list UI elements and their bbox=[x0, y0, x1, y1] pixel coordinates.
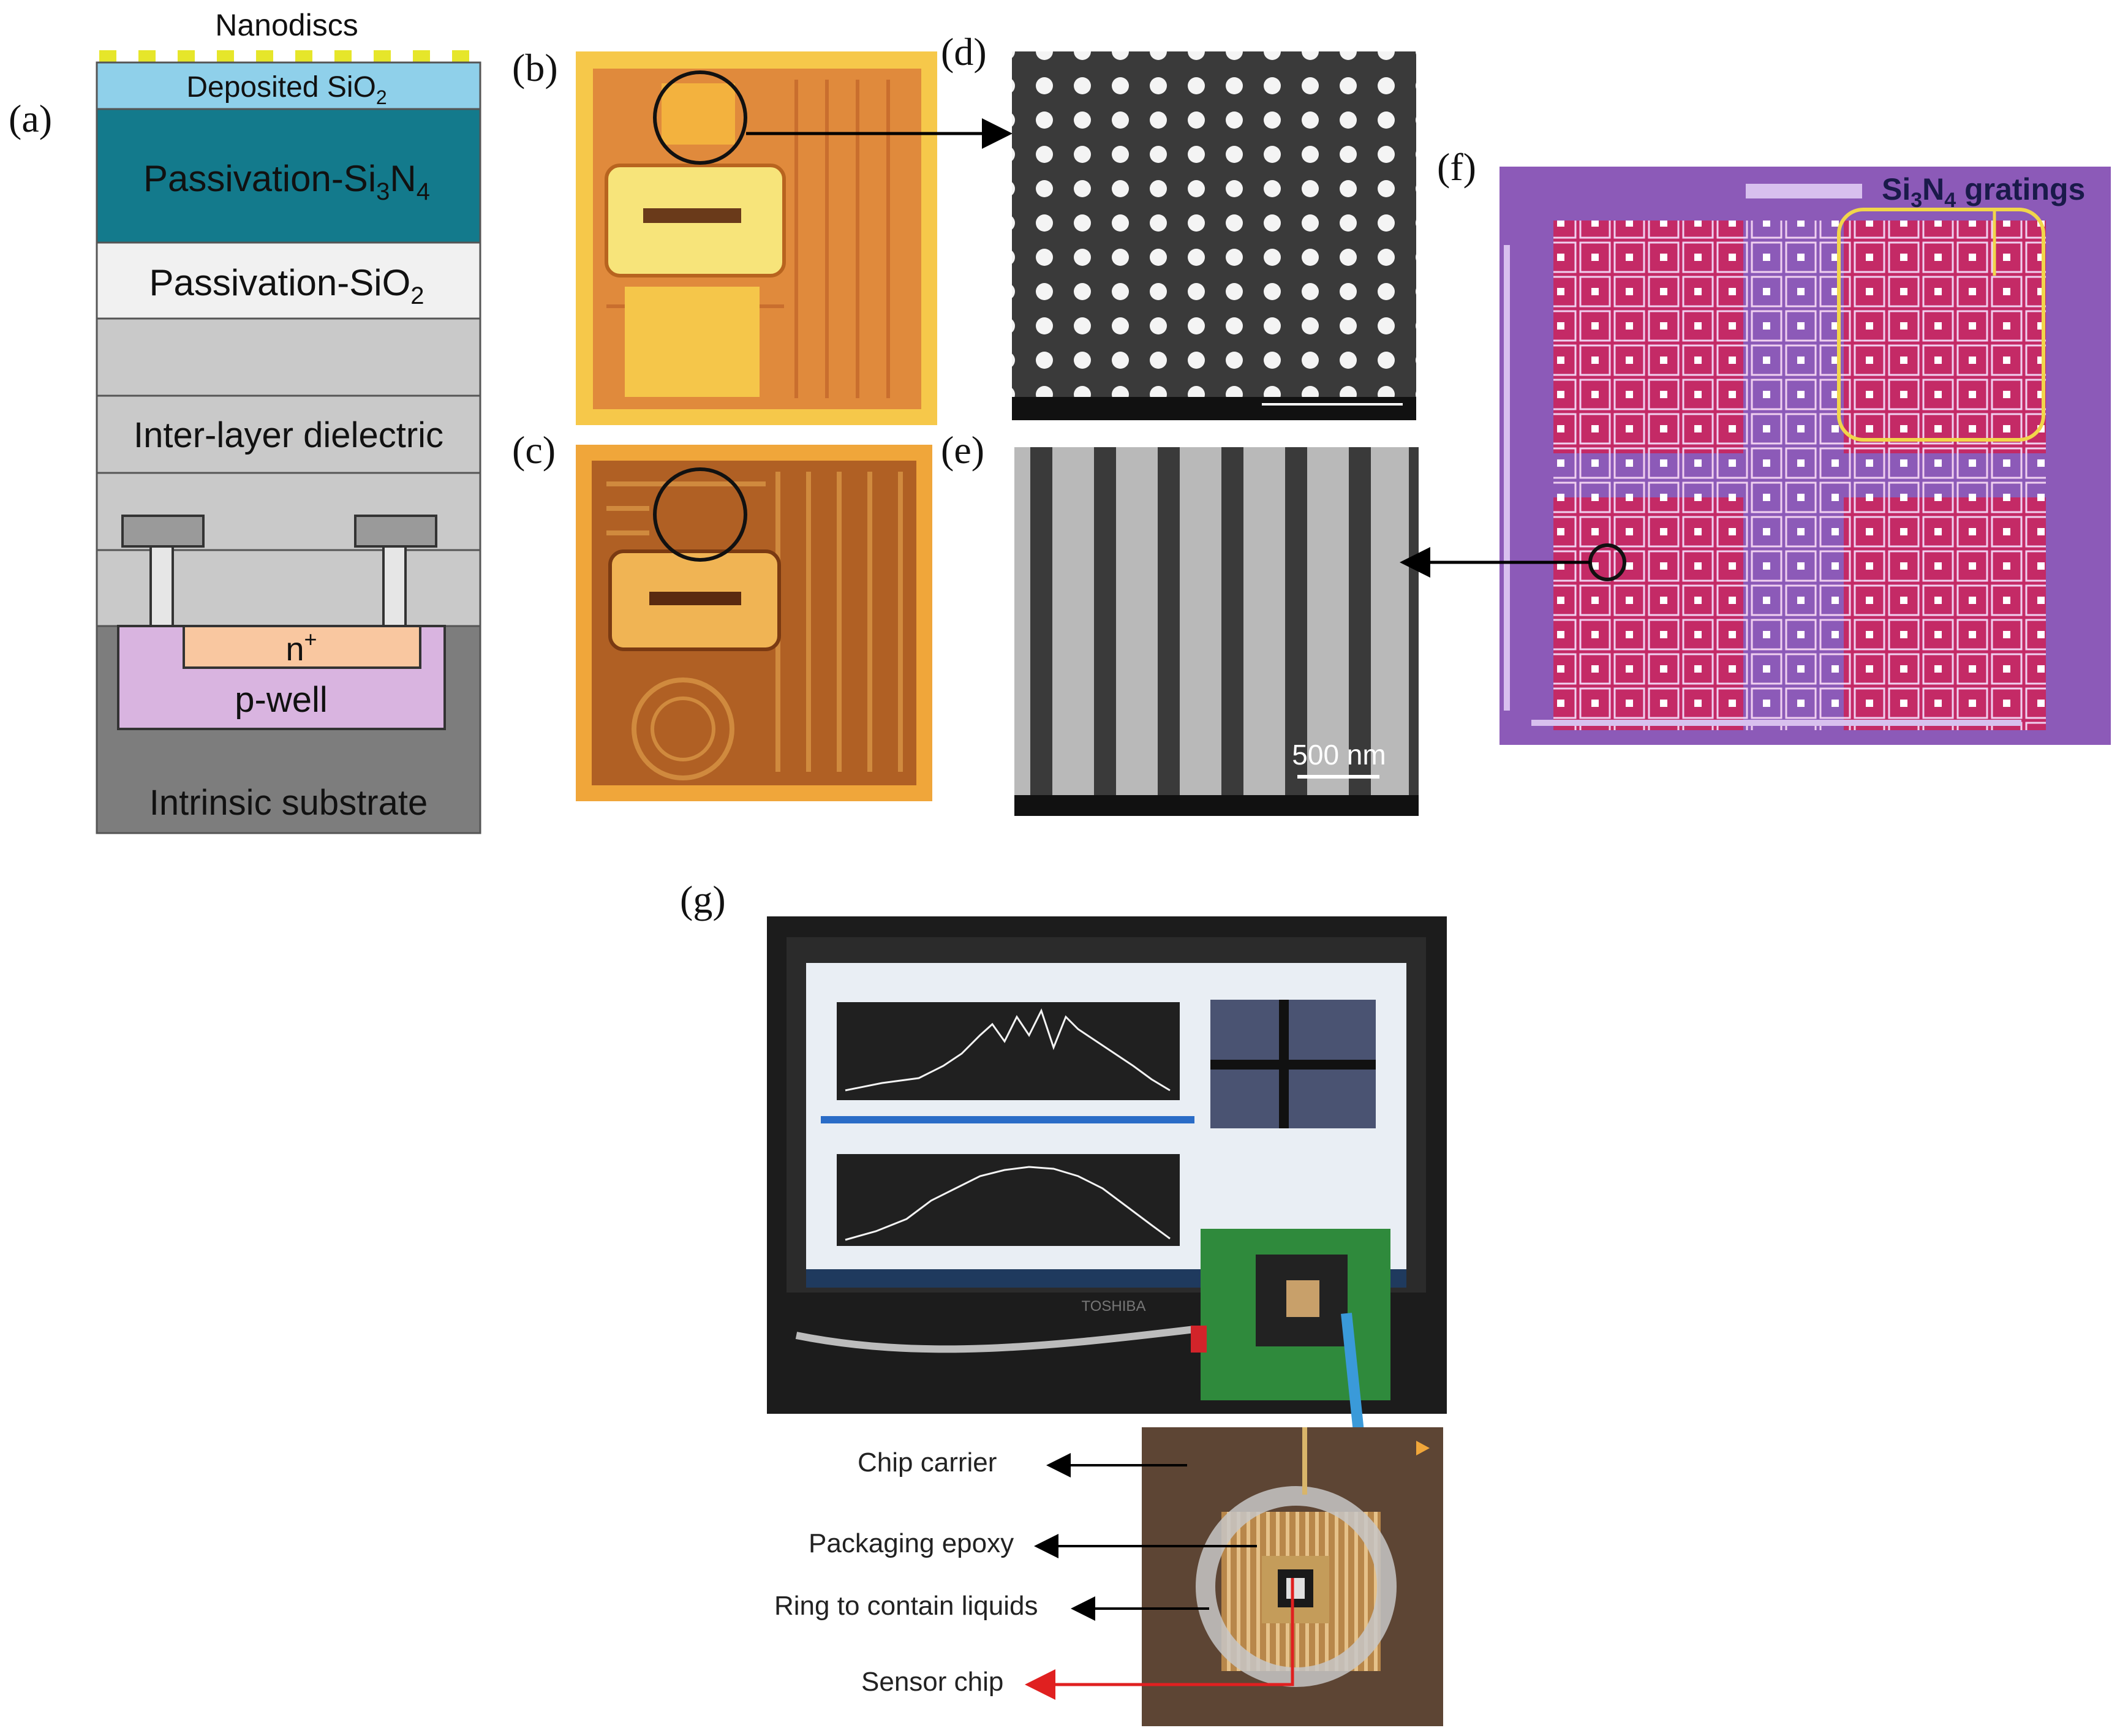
die-f-grating-highlight bbox=[1837, 208, 2045, 442]
panel-a-layer-stack: (a) Nanodiscs Deposited SiO2 Passivation… bbox=[9, 8, 481, 834]
package-liquid-ring bbox=[1196, 1486, 1397, 1687]
callout-ring: Ring to contain liquids bbox=[774, 1591, 1038, 1621]
passivation-si3n4-layer bbox=[96, 108, 481, 244]
panel-label-a: (a) bbox=[9, 97, 52, 140]
sem-e-scale-label: 500 nm bbox=[1292, 739, 1386, 771]
usb-cable bbox=[795, 1326, 1195, 1353]
panel-c-chip-micrograph: (c) bbox=[512, 428, 932, 801]
dielectric-layer-1 bbox=[96, 317, 481, 397]
p-well-label: p-well bbox=[235, 680, 328, 720]
sem-e-info-bar bbox=[1014, 795, 1419, 816]
callout-packaging-epoxy: Packaging epoxy bbox=[809, 1528, 1014, 1558]
panel-label-b: (b) bbox=[512, 46, 558, 89]
panel-label-f: (f) bbox=[1437, 145, 1476, 189]
panel-label-g: (g) bbox=[680, 878, 726, 921]
panel-label-c: (c) bbox=[512, 428, 556, 472]
panel-label-d: (d) bbox=[941, 30, 987, 74]
intrinsic-substrate-label: Intrinsic substrate bbox=[149, 783, 428, 823]
usb-connector bbox=[1191, 1326, 1207, 1353]
panel-g-measurement-setup: (g) TOSHIBA Chip carrie bbox=[680, 878, 1447, 1726]
chip-c-sensor-slot bbox=[649, 592, 741, 605]
chip-b-sensor-slot bbox=[643, 208, 741, 223]
panel-d-sem-nanodiscs: (d) bbox=[941, 30, 1416, 420]
pcb-chip-window bbox=[1286, 1280, 1319, 1317]
panel-b-chip-micrograph: (b) bbox=[512, 46, 1013, 425]
screen-progress-bar bbox=[821, 1116, 1194, 1123]
panel-label-e: (e) bbox=[941, 428, 984, 472]
laptop-brand-label: TOSHIBA bbox=[1082, 1298, 1146, 1315]
panel-f-die-photo: (f) Si3N4 gratings bbox=[1400, 145, 2111, 745]
screen-spectrum-bottom bbox=[837, 1154, 1180, 1246]
chip-c-highlight-circle bbox=[653, 467, 747, 562]
passivation-sio2-label: Passivation-SiO2 bbox=[149, 262, 424, 309]
sem-d-info-bar bbox=[1012, 397, 1416, 420]
nanodiscs-label: Nanodiscs bbox=[215, 8, 358, 42]
panel-e-sem-gratings: (e) 500 nm bbox=[941, 428, 1419, 816]
callout-sensor-chip: Sensor chip bbox=[861, 1667, 1003, 1697]
metal-contact-right bbox=[354, 515, 437, 631]
chip-c-traces bbox=[606, 472, 903, 772]
chip-b-highlight-circle bbox=[653, 70, 747, 165]
die-f-pixel-grid bbox=[1553, 221, 2046, 730]
nanodiscs-row bbox=[99, 50, 469, 62]
callout-chip-carrier: Chip carrier bbox=[858, 1447, 997, 1477]
callout-sensor-chip-arrow bbox=[1025, 1578, 1294, 1700]
chip-b-grating-area bbox=[662, 83, 735, 145]
n-plus-region bbox=[183, 625, 421, 669]
package-corner-marker bbox=[1416, 1441, 1430, 1455]
metal-contact-left bbox=[121, 515, 205, 631]
interlayer-dielectric-label: Inter-layer dielectric bbox=[134, 415, 443, 455]
chip-c-ring-structure bbox=[632, 677, 734, 780]
sem-e-grating-lines bbox=[1030, 447, 1419, 795]
die-f-gratings-label: Si3N4 gratings bbox=[1882, 172, 2085, 212]
interlayer-dielectric-layer bbox=[96, 394, 481, 474]
passivation-sio2-layer bbox=[96, 241, 481, 320]
sem-d-nanodisc-array bbox=[1012, 51, 1416, 420]
die-f-top-pad bbox=[1746, 184, 1862, 198]
screen-spectrum-top bbox=[837, 1002, 1180, 1100]
chip-c-ring-inner bbox=[651, 696, 715, 761]
passivation-si3n4-label: Passivation-Si3N4 bbox=[143, 158, 430, 205]
chip-b-pad bbox=[625, 287, 760, 397]
n-plus-label: n+ bbox=[285, 627, 317, 668]
deposited-sio2-layer bbox=[96, 61, 481, 110]
package-sensor-chip-window bbox=[1286, 1578, 1305, 1599]
deposited-sio2-label: Deposited SiO2 bbox=[186, 71, 387, 108]
